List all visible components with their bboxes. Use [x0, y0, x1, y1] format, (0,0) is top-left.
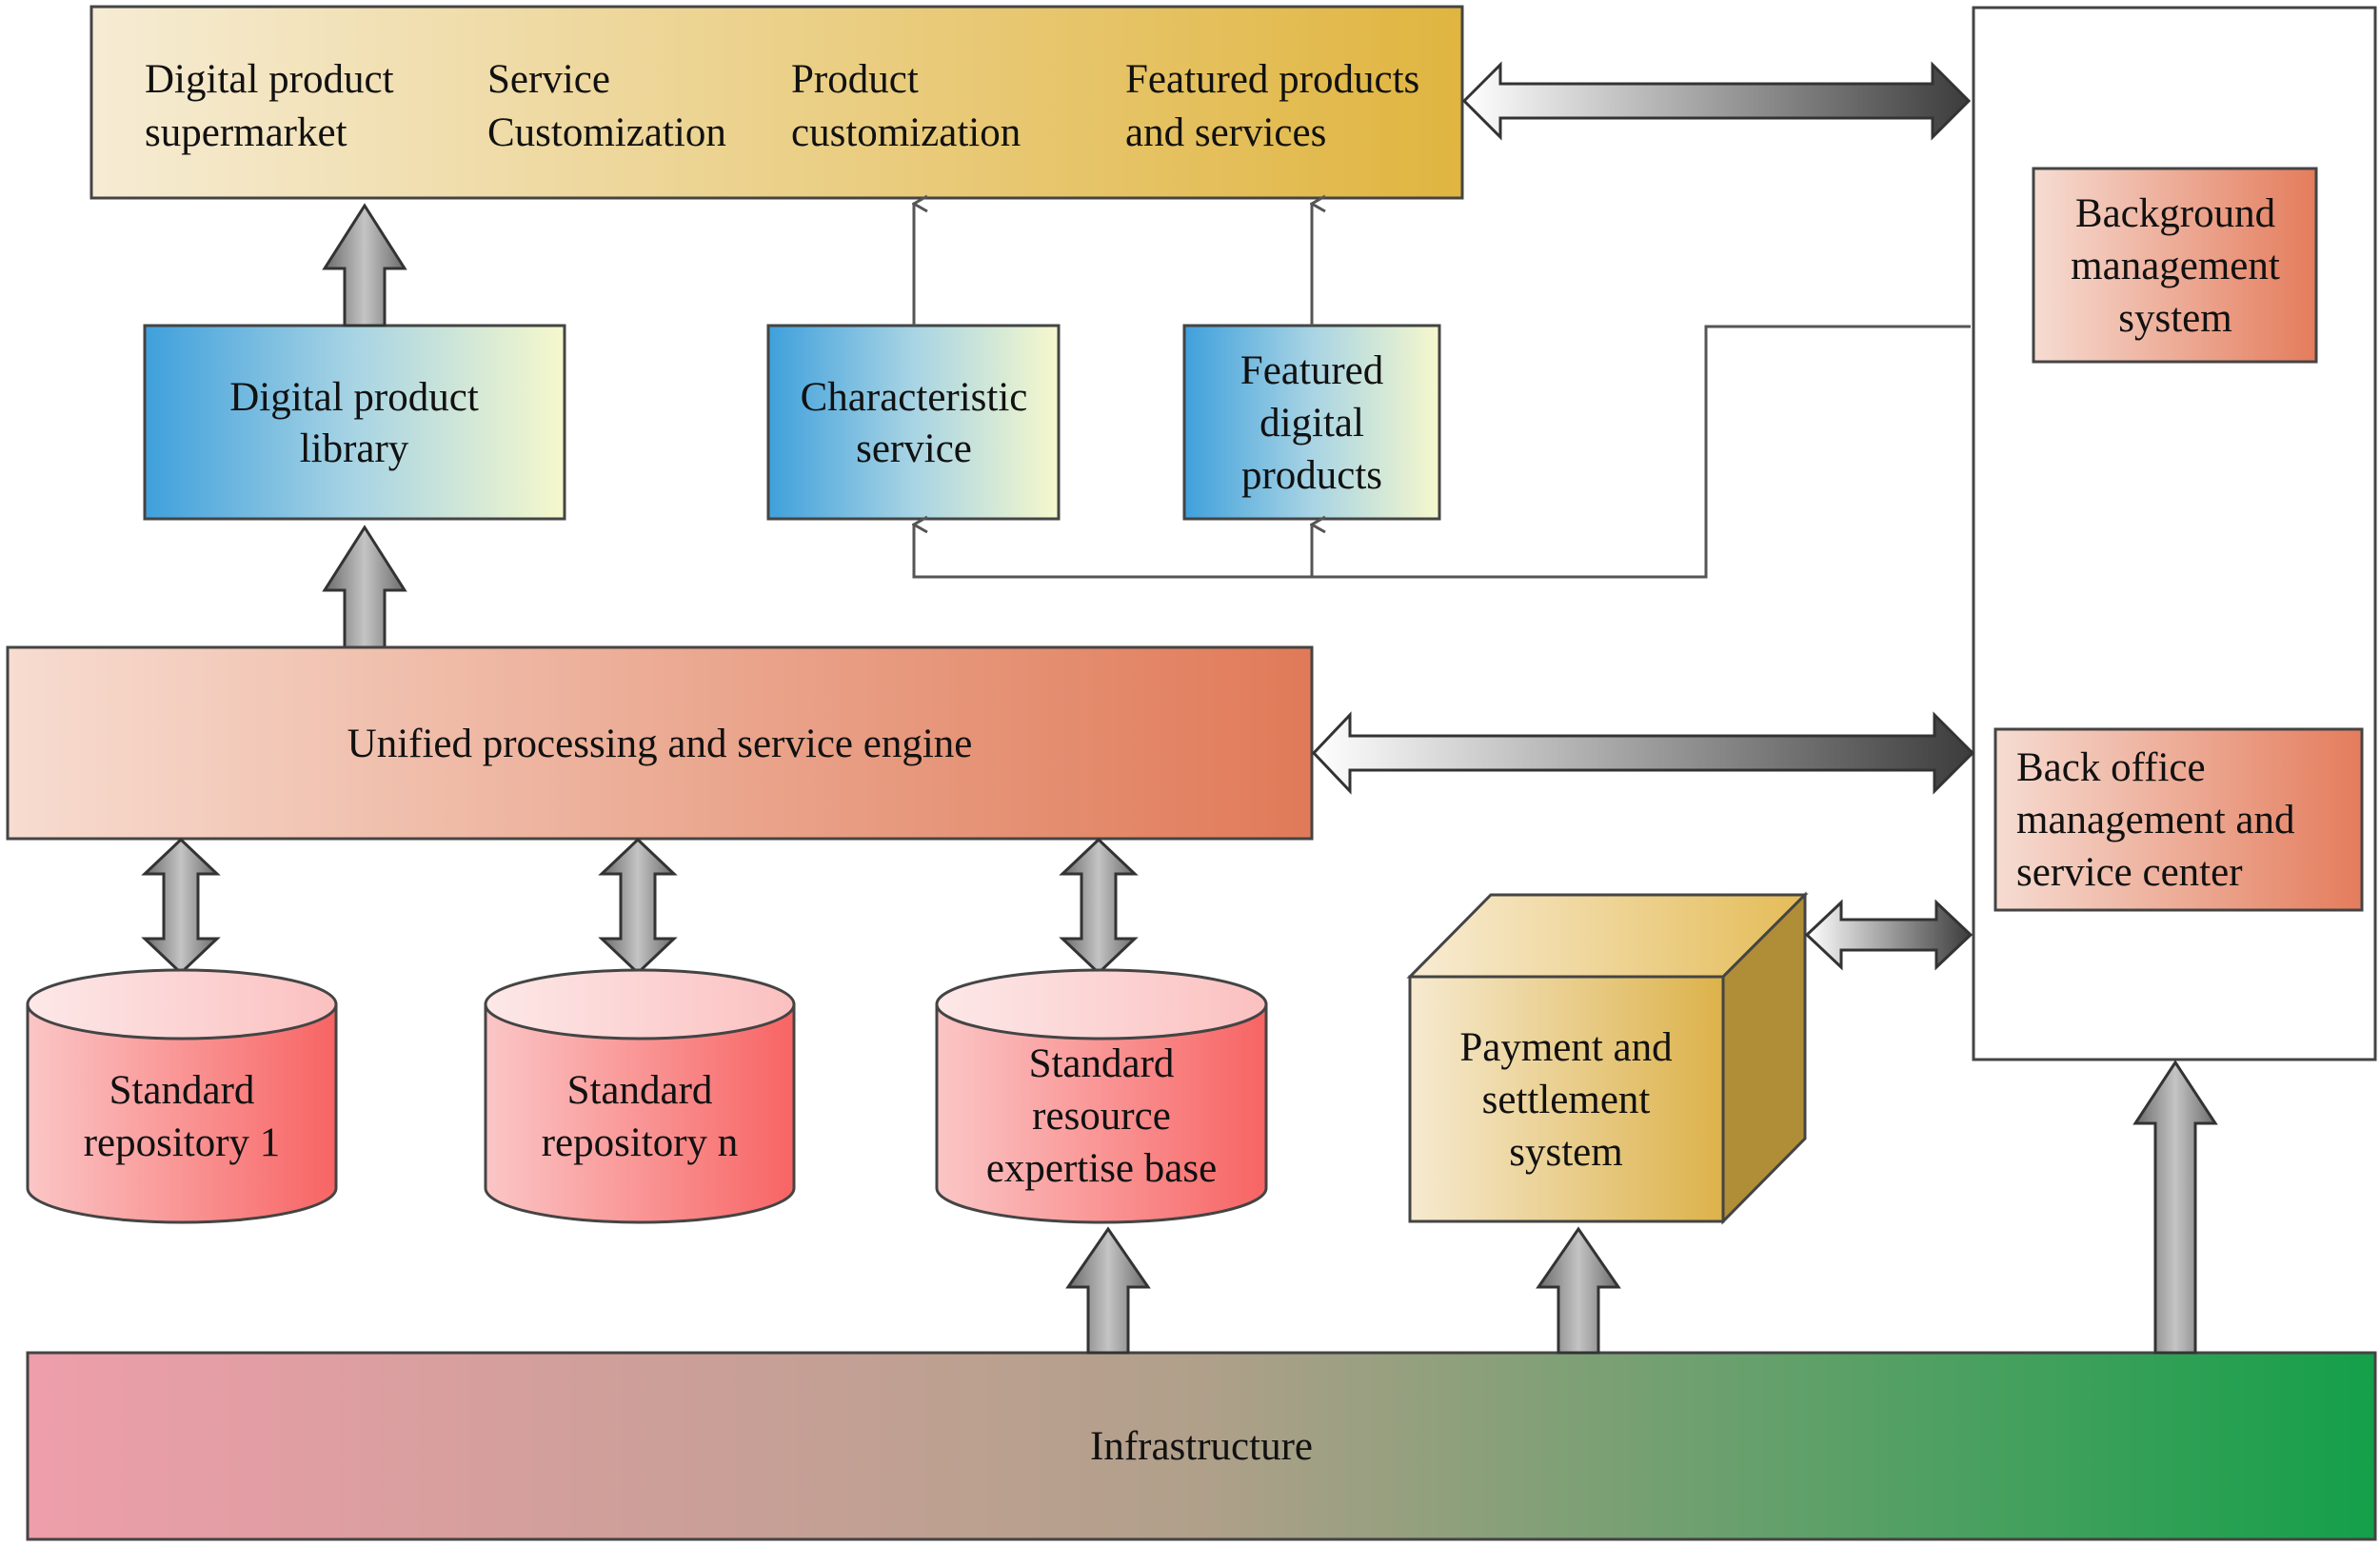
unified-processing-engine-box: Unified processing and service engine [6, 645, 1314, 841]
up-arrow-library-to-top [322, 203, 407, 327]
up-arrow-infra-to-expertise [1065, 1226, 1151, 1355]
svg-text:Infrastructure: Infrastructure [1090, 1424, 1313, 1469]
infrastructure-bar: Infrastructure [26, 1351, 2377, 1541]
connector-panel-to-services [914, 325, 1971, 579]
double-arrow-top-to-panel [1461, 61, 1972, 141]
double-arrow-engine-repo-1 [141, 837, 221, 976]
up-arrow-engine-to-library [322, 525, 407, 649]
up-arrow-infra-to-panel [2132, 1060, 2218, 1355]
double-arrow-payment-to-panel [1804, 899, 1973, 971]
double-arrow-engine-repo-n [598, 837, 678, 976]
double-arrow-engine-expertise [1059, 837, 1139, 976]
svg-text:Unified processing and service: Unified processing and service engine [347, 722, 973, 766]
double-arrow-engine-to-back-office [1311, 711, 1975, 795]
up-arrow-infra-to-payment [1536, 1226, 1621, 1355]
